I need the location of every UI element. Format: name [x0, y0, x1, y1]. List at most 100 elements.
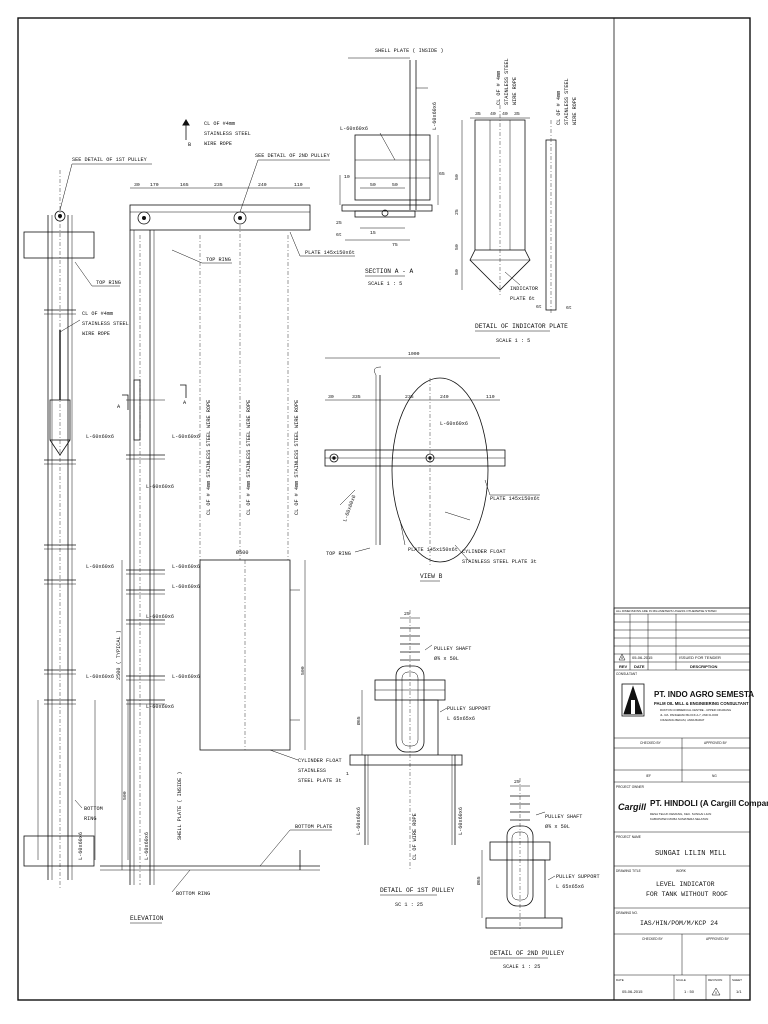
dim-float-height: 500 [300, 666, 306, 675]
label-wire-ind-side-1: CL OF # 4mm [556, 91, 562, 125]
tb-drawing-no: IAS/HIN/POM/M/KCP 24 [640, 920, 718, 927]
svg-text:50: 50 [454, 174, 460, 180]
tb-consultant-addr-1: RUKTON COMMERCIAL CENTRE - UPPER CIKARAN… [660, 708, 731, 712]
dim-bottom-height: 500 [122, 791, 128, 800]
tb-rev-val: 0 [621, 655, 624, 660]
label-angle-6: L-60x60x6 [172, 584, 200, 590]
label-angle-9: L-60x60x6 [172, 674, 200, 680]
section-mark-a-right: A [183, 400, 187, 406]
tb-approved-by-2: APPROVED BY [706, 937, 730, 941]
label-view-b-top-ring: TOP RING [326, 551, 351, 557]
tb-checked-by: CHECKED BY [640, 741, 662, 745]
label-shell-plate-inside-vertical: SHELL PLATE ( INSIDE ) [177, 772, 183, 841]
label-angle-4: L-60x60x6 [86, 564, 114, 570]
tb-owner-addr-1: DESA TELUK KEMANG, KEC. SUNGAI LILIN [650, 812, 711, 816]
label-p1-angle-right: L-60x60x6 [458, 807, 464, 835]
title-section-aa: SECTION A - A [365, 268, 414, 275]
title-pulley-2: DETAIL OF 2ND PULLEY [490, 950, 565, 957]
svg-text:165: 165 [180, 182, 189, 188]
label-angle-5: L-60x60x6 [172, 564, 200, 570]
dim-p1-25: 25 [404, 611, 410, 617]
svg-text:35: 35 [475, 111, 481, 117]
tb-date-label: DATE [616, 978, 624, 982]
label-wire-ind-3: WIRE ROPE [512, 77, 518, 105]
tb-consultant-name: PT. INDO AGRO SEMESTA [654, 690, 754, 699]
cargill-logo: Cargill [618, 802, 647, 812]
label-wire-rope-left-2: STAINLESS STEEL [82, 321, 129, 327]
label-p1-support-1: PULLEY SUPPORT [447, 706, 491, 712]
label-plate: PLATE 145x150x6t [305, 250, 355, 256]
svg-text:25: 25 [454, 209, 460, 215]
svg-text:170: 170 [150, 182, 159, 188]
label-p1-rope: CL OF WIRE ROPE [412, 813, 418, 860]
label-view-b-float-1: CYLINDER FLOAT [462, 549, 506, 555]
tb-drawing-title-1: LEVEL INDICATOR [656, 881, 715, 888]
svg-text:240: 240 [440, 394, 449, 400]
label-view-b-angle-2: L-60x60x6 [342, 494, 357, 522]
tb-note: ALL DIMENSIONS ARE IN MILLIMETERS UNLESS… [616, 609, 717, 613]
label-cyl-float-2: STAINLESS [298, 768, 326, 774]
label-angle-long-left: L-60x60x6 [78, 832, 84, 860]
title-indicator-plate: DETAIL OF INDICATOR PLATE [475, 323, 568, 330]
label-p1-support-2: L 65x65x6 [447, 716, 475, 722]
label-p1-shaft-2: Ø¾ x 50L [434, 655, 459, 662]
label-wire-ind-side-3: WIRE ROPE [572, 97, 578, 125]
label-see-detail-2nd: SEE DETAIL OF 2ND PULLEY [255, 153, 331, 159]
label-angle-2: L-60x60x6 [172, 434, 200, 440]
tb-owner-name: PT. HINDOLI (A Cargill Company) [650, 799, 768, 808]
tb-sig-1: IEF [646, 774, 651, 778]
tb-approved-by: APPROVED BY [704, 741, 728, 745]
label-view-b-plate-2: PLATE 145x150x6t [408, 547, 458, 553]
tb-project-name: SUNGAI LILIN MILL [655, 850, 726, 858]
label-wire-rope-2: STAINLESS STEEL [204, 131, 251, 137]
view-b: 1000 30 335 235 240 110 L-60x60x6 L-60x6… [324, 351, 540, 582]
svg-text:1: 1 [346, 771, 349, 777]
label-p1-shaft-1: PULLEY SHAFT [434, 646, 471, 652]
tb-drawing-no-label: DRAWING NO. [616, 911, 638, 915]
tb-hdr-rev: REV [619, 664, 628, 669]
tb-owner-addr-2: KABUPATEN MUBA SUMATERA SELATAN [650, 817, 708, 821]
label-wire-ind-2: STAINLESS STEEL [504, 58, 510, 105]
title-pulley-1: DETAIL OF 1ST PULLEY [380, 887, 455, 894]
label-top-ring-left: TOP RING [96, 280, 121, 286]
tb-checked-by-2: CHECKED BY [642, 937, 664, 941]
tb-drawing-title-2: FOR TANK WITHOUT ROOF [646, 891, 728, 898]
tb-consultant-label: CONSULTANT [616, 672, 637, 676]
dim-65: 65 [439, 171, 445, 177]
label-view-b-plate-1: PLATE 145x150x6t [490, 496, 540, 502]
label-view-b-angle: L-60x60x6 [440, 421, 468, 427]
pulley-1-view: 25 Ø65 1 PULLEY SHAFT Ø¾ x 50L PULLEY SU… [346, 610, 491, 908]
label-view-b-float-2: STAINLESS STEEL PLATE 3t [462, 559, 537, 565]
svg-text:110: 110 [294, 182, 303, 188]
label-typical: 2500 ( TYPICAL ) [116, 630, 122, 680]
title-view-b: VIEW B [420, 573, 443, 580]
tb-date-val: 05-06-2015 [622, 989, 643, 994]
svg-text:10: 10 [344, 174, 350, 180]
svg-text:35: 35 [514, 111, 520, 117]
section-aa-view: 50 50 15 75 65 10 25 6t SHELL PLATE ( IN… [336, 48, 445, 287]
tb-rev-desc: ISSUED FOR TENDER [679, 655, 721, 660]
scale-section-aa: SCALE 1 : 5 [368, 281, 402, 287]
elevation-view: 30 170 165 235 240 110 [23, 119, 355, 924]
label-bottom-ring: BOTTOM RING [176, 891, 210, 897]
tb-hdr-date: DATE [634, 664, 645, 669]
label-section-angle: L-60x60x6 [340, 126, 368, 132]
scale-indicator-plate: SCALE 1 : 5 [496, 338, 530, 344]
section-mark-b: B [188, 142, 191, 148]
tb-consultant-sub: PALM OIL MILL & ENGINEERING CONSULTANT [654, 701, 749, 706]
label-p2-shaft-2: Ø¾ x 50L [545, 823, 570, 830]
label-wire-ind-side-2: STAINLESS STEEL [564, 78, 570, 125]
svg-text:25: 25 [336, 220, 342, 226]
label-bottom-ring-left-1: BOTTOM [84, 806, 103, 812]
tb-scale-val: 1 : 50 [684, 989, 695, 994]
tb-consultant-addr-2: JL. RA. PANGERAN BLOCK A-7, 2ND FLOOR [660, 713, 718, 717]
label-p1-angle-left: L-60x60x6 [356, 807, 362, 835]
dim-p2-65: Ø65 [475, 876, 482, 885]
svg-text:235: 235 [214, 182, 223, 188]
svg-text:75: 75 [392, 242, 398, 248]
label-angle-1: L-60x60x6 [86, 434, 114, 440]
label-vert-rope-2: CL OF # 4mm STAINLESS STEEL WIRE ROPE [246, 400, 252, 515]
svg-text:30: 30 [134, 182, 140, 188]
scale-pulley-1: SC 1 : 25 [395, 902, 423, 908]
